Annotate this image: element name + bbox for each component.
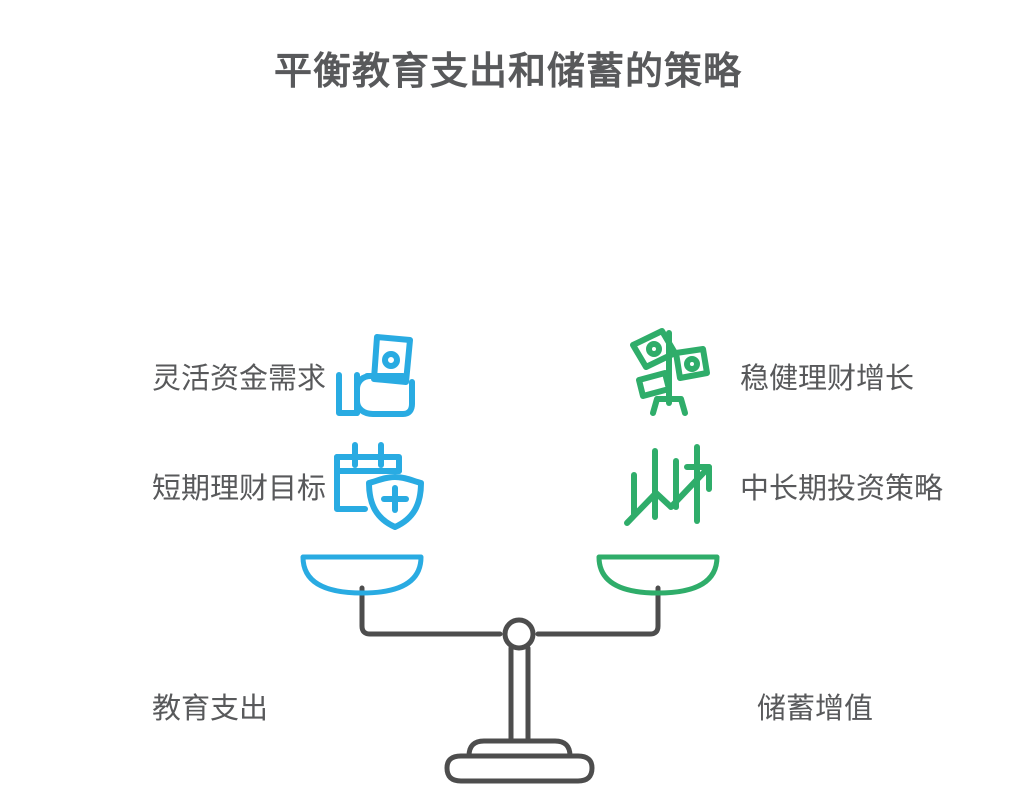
hand-holding-money-icon (333, 329, 425, 421)
right-item-1-label: 稳健理财增长 (740, 363, 915, 395)
left-item-2-label: 短期理财目标 (151, 473, 326, 505)
right-item-2-label: 中长期投资策略 (740, 473, 944, 505)
left-pan-bottom-label: 教育支出 (152, 693, 269, 725)
calendar-shield-plus-icon (333, 439, 425, 531)
balance-fulcrum-circle-icon (502, 617, 536, 651)
page-title: 平衡教育支出和储蓄的策略 (273, 51, 742, 93)
balance-stand-icon (444, 645, 595, 784)
right-pan (596, 554, 720, 596)
growth-chart-arrow-icon (623, 441, 715, 533)
left-pan (300, 554, 424, 596)
money-tree-icon (623, 325, 715, 417)
left-item-1-label: 灵活资金需求 (151, 363, 326, 395)
right-pan-bottom-label: 储蓄增值 (757, 693, 874, 725)
balance-beam (359, 585, 661, 637)
